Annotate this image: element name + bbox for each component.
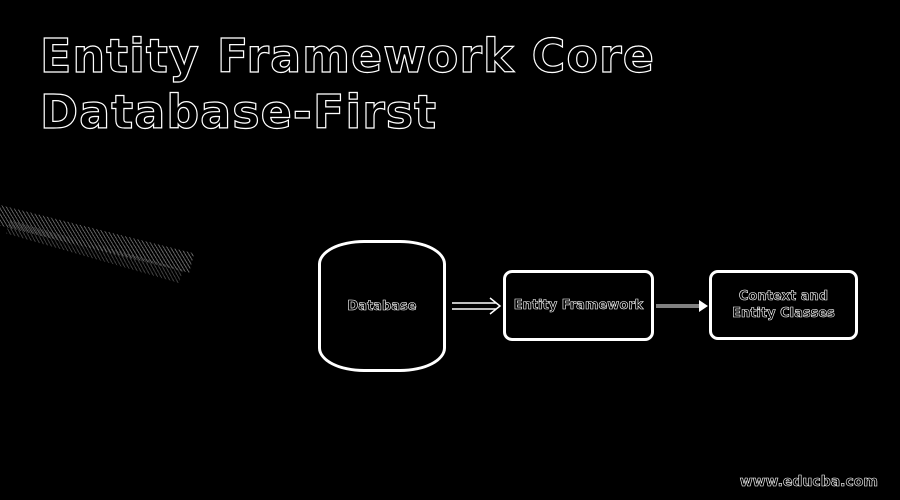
database-label: Database bbox=[347, 298, 417, 314]
context-entity-classes-box: Context and Entity Classes bbox=[709, 270, 858, 340]
database-cylinder: Database bbox=[318, 240, 446, 372]
context-entity-classes-label: Context and Entity Classes bbox=[732, 288, 835, 322]
title-line-1: Entity Framework Core bbox=[39, 28, 655, 83]
entity-framework-label: Entity Framework bbox=[513, 298, 644, 314]
page-title: Entity Framework Core Database-First bbox=[39, 28, 655, 140]
arrow-ef-to-context bbox=[656, 300, 708, 312]
context-label-line-1: Context and bbox=[738, 289, 829, 305]
context-label-line-2: Entity Classes bbox=[732, 306, 835, 322]
entity-framework-box: Entity Framework bbox=[503, 270, 654, 341]
watermark-text: www.educba.com bbox=[739, 474, 878, 491]
title-line-2: Database-First bbox=[39, 84, 438, 139]
double-arrow-db-to-ef bbox=[452, 297, 502, 315]
